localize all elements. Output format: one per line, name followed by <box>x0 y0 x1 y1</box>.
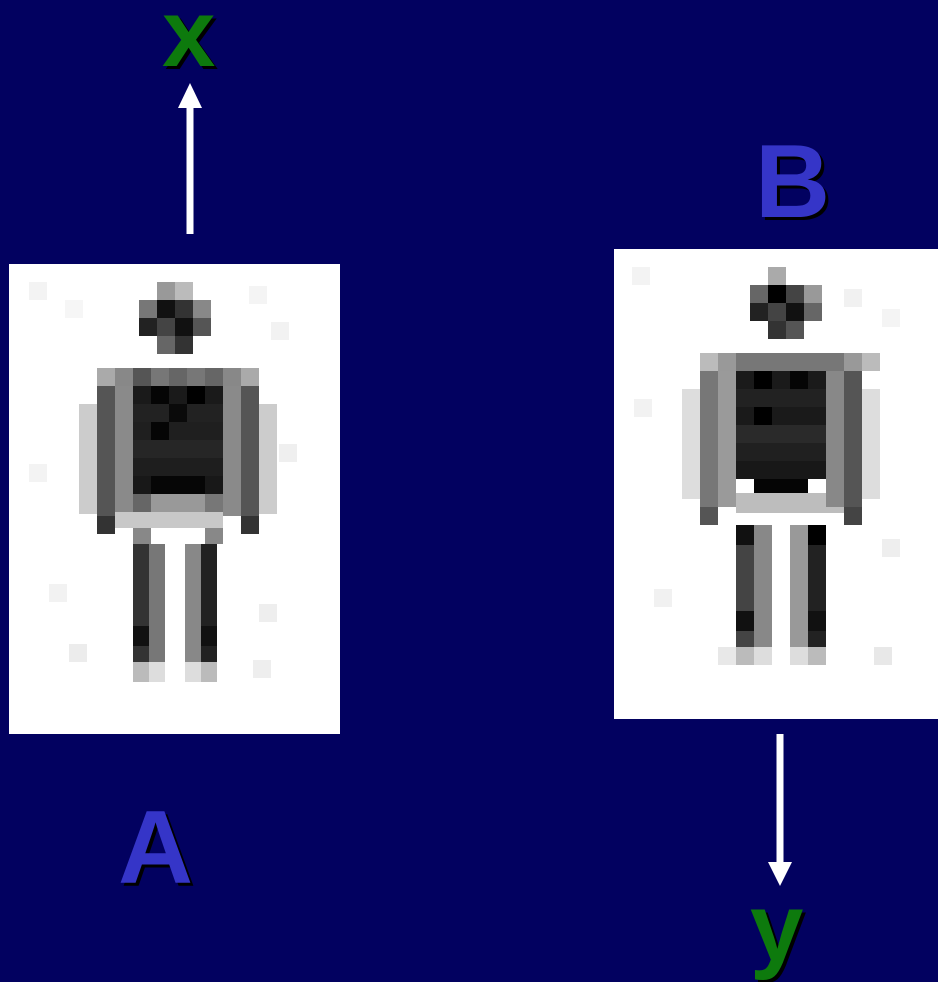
pixelated-human-figure-icon <box>9 264 340 734</box>
image-panel-a <box>9 264 340 734</box>
arrow-up-icon <box>178 83 202 234</box>
pixelated-human-figure-icon <box>614 249 938 719</box>
arrow-down-icon <box>768 734 792 886</box>
image-panel-b <box>614 249 938 719</box>
